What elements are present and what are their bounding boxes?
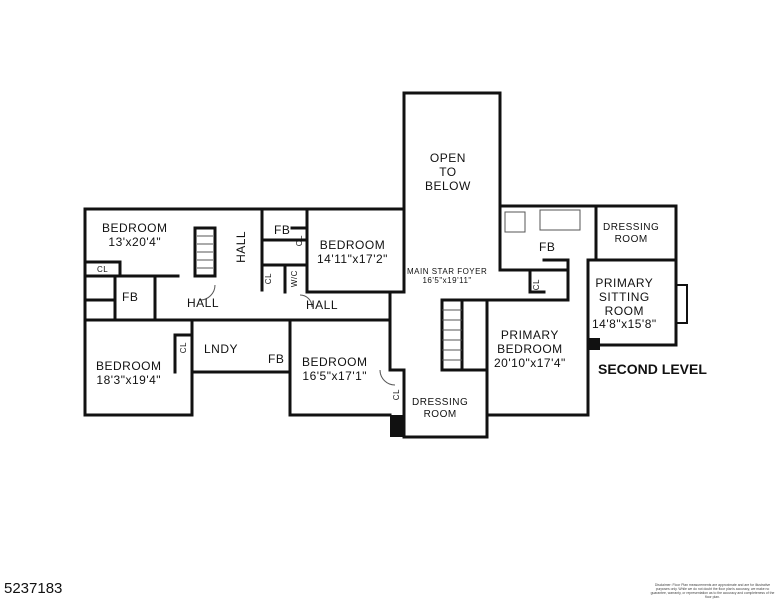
primary-bedroom-label: PRIMARY BEDROOM 20'10"x17'4": [494, 328, 566, 370]
fb-lndy-label: FB: [268, 352, 285, 366]
fireplace-block: [588, 338, 600, 350]
closet-lines: [173, 226, 309, 374]
closet-f-label: CL: [532, 278, 542, 291]
disclaimer-text: Disclaimer: Floor Plan measurements are …: [650, 583, 775, 600]
dressing-bottom-line1: DRESSING: [412, 397, 469, 408]
primary-sitting-label: PRIMARY SITTING ROOM 14'8"x15'8": [592, 276, 657, 332]
door-swing-2: [379, 369, 396, 386]
bedroom1-label: BEDROOM 13'x20'4": [102, 221, 168, 250]
dressing-top-line2: ROOM: [614, 233, 648, 245]
dressing-room-bottom-label: DRESSING ROOM: [412, 397, 468, 420]
fb-top-label: FB: [274, 223, 291, 237]
fb-primary-label: FB: [539, 240, 556, 254]
level-title: SECOND LEVEL: [598, 361, 707, 377]
primary-sitting-line1: PRIMARY: [595, 276, 654, 290]
hall-center-label: HALL: [306, 298, 339, 312]
hall-left-label: HALL: [187, 296, 220, 310]
primary-bedroom-dims: 20'10"x17'4": [494, 355, 566, 370]
stair-treads: [197, 235, 213, 269]
primary-sitting-line2: SITTING: [598, 289, 650, 304]
open-line1: OPEN: [429, 151, 466, 165]
fb-left-walls: [83, 274, 157, 322]
bedroom3-name: BEDROOM: [96, 359, 162, 373]
primary-bedroom-line1: PRIMARY: [500, 328, 559, 342]
bedroom3-dims: 18'3"x19'4": [96, 372, 162, 387]
closet-a-label: CL: [97, 265, 109, 274]
closet-e-label: CL: [392, 388, 402, 401]
bedroom3-label: BEDROOM 18'3"x19'4": [96, 359, 162, 388]
bath-fixtures: [504, 209, 581, 233]
closet-c-label: CL: [264, 272, 274, 285]
bedroom4-name: BEDROOM: [302, 355, 368, 369]
dressing-top-line1: DRESSING: [603, 222, 660, 233]
foyer-label: MAIN STAR FOYER 16'5"x19'11": [407, 267, 487, 285]
primary-bedroom-line2: BEDROOM: [497, 341, 563, 356]
bedroom2-name: BEDROOM: [319, 238, 386, 252]
sitting-walls: [586, 258, 678, 347]
fb-left-label: FB: [122, 290, 139, 304]
closet-b-label: CL: [295, 234, 305, 247]
wic-label: W/C: [289, 270, 299, 288]
dressing-bottom-line2: ROOM: [423, 408, 457, 420]
foyer-name: MAIN STAR FOYER: [407, 267, 488, 276]
chimney-block: [390, 415, 404, 437]
primary-bedroom-walls: [485, 298, 590, 417]
bedroom4-label: BEDROOM 16'5"x17'1": [302, 355, 368, 384]
foyer-stair-treads: [442, 309, 462, 361]
open-to-below-label: OPEN TO BELOW: [425, 151, 471, 193]
cl-left-walls: [83, 260, 122, 278]
hall-vertical-label: HALL: [234, 230, 249, 263]
foyer-stair: [440, 298, 489, 372]
open-line3: BELOW: [425, 178, 471, 193]
open-line2: TO: [439, 164, 457, 179]
bedroom2-walls: [260, 207, 406, 294]
bedroom1-dims: 13'x20'4": [108, 234, 162, 249]
dressing-room-top-label: DRESSING ROOM: [603, 222, 659, 245]
hall-center-lines: [388, 290, 406, 322]
foyer-dims: 16'5"x19'11": [422, 276, 472, 286]
primary-sitting-line3: ROOM: [604, 303, 644, 318]
door-swing-3: [299, 294, 313, 308]
bedroom1-name: BEDROOM: [102, 221, 168, 235]
stair-walls: [193, 226, 217, 278]
listing-number: 5237183: [4, 580, 63, 597]
bedroom4-dims: 16'5"x17'1": [302, 368, 368, 383]
bedroom2-dims: 14'11"x17'2": [317, 251, 388, 266]
lndy-label: LNDY: [204, 342, 239, 356]
door-swing-1: [199, 284, 216, 301]
closet-d-label: CL: [179, 341, 189, 354]
primary-sitting-dims: 14'8"x15'8": [592, 317, 657, 332]
lndy-walls: [190, 318, 392, 417]
left-wing-walls: [83, 274, 392, 417]
bedroom2-label: BEDROOM 14'11"x17'2": [317, 238, 388, 267]
fireplace-icon: [675, 284, 688, 324]
fb-primary-lines: [528, 258, 570, 294]
